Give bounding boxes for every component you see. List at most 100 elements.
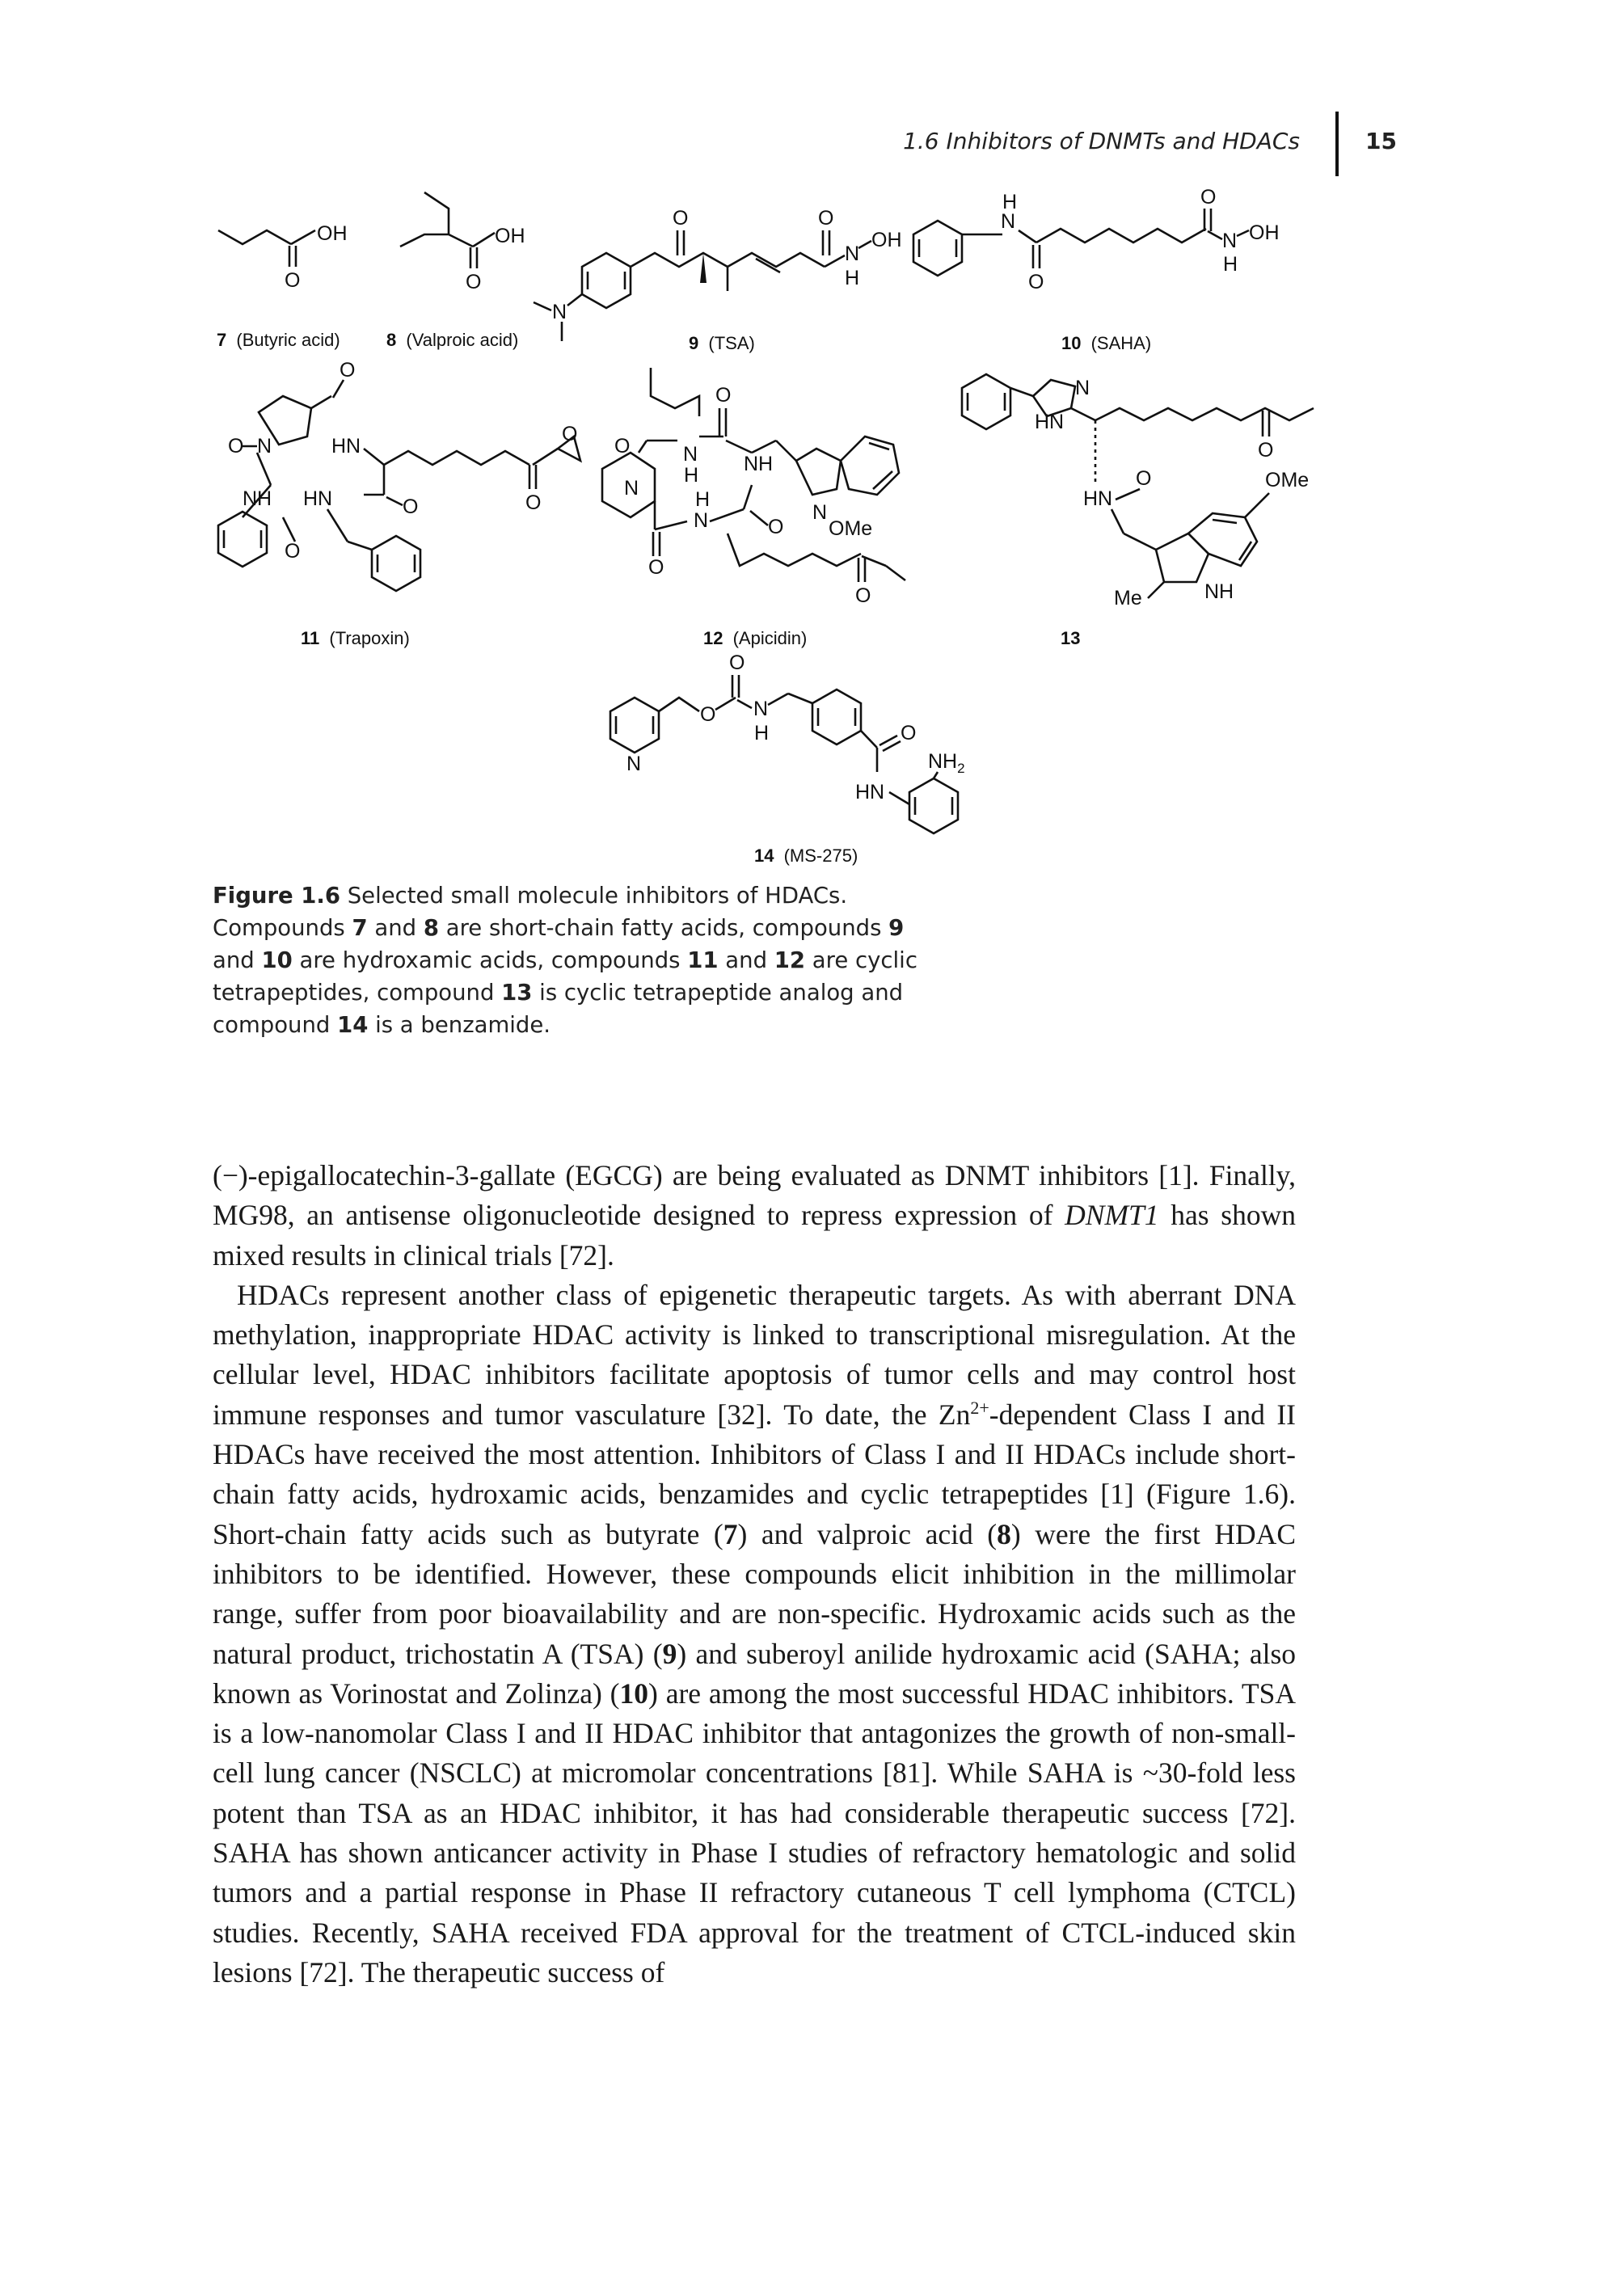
atom-label: O — [1028, 271, 1044, 293]
compound-8-label: 8 (Valproic acid) — [386, 330, 518, 350]
atom-label: O — [768, 516, 783, 538]
atom-label: H — [684, 464, 698, 487]
body-text: (−)-epigallocatechin-3-gallate (EGCG) ar… — [213, 1156, 1296, 1993]
atom-label: O — [285, 269, 300, 292]
page-number: 15 — [1365, 128, 1397, 154]
caption-text: is a benzamide. — [368, 1012, 551, 1038]
atom-label: H — [754, 722, 769, 744]
atom-label: O — [818, 207, 833, 230]
atom-label: OH — [871, 229, 902, 251]
text-run: (−)-epigallocatechin-3-gallate (EGCG) ar… — [213, 1159, 1296, 1232]
atom-label: N — [1001, 210, 1015, 233]
compound-ref: 13 — [501, 980, 533, 1006]
atom-label: N — [624, 477, 639, 500]
atom-label-nh2: NH2 — [928, 750, 965, 776]
compound-ref: 8 — [997, 1517, 1011, 1550]
compound-9-label: 9 (TSA) — [689, 333, 755, 353]
caption-text: are hydroxamic acids, compounds — [292, 947, 688, 973]
header-divider — [1335, 112, 1339, 176]
atom-label: O — [729, 652, 745, 674]
atom-label: O — [466, 271, 481, 293]
compound-ref: 10 — [261, 947, 293, 973]
compound-12-label: 12 (Apicidin) — [703, 628, 807, 648]
figure-caption: Figure 1.6 Selected small molecule inhib… — [213, 879, 940, 1041]
compound-11-label: 11 (Trapoxin) — [301, 628, 410, 648]
atom-label: O — [562, 423, 577, 445]
atom-label: N — [683, 443, 698, 466]
atom-label: O — [1136, 467, 1151, 490]
atom-label: HN — [303, 487, 332, 510]
structure-tsa: N O O N OH H — [533, 207, 902, 341]
compound-ref: 14 — [337, 1012, 369, 1038]
compound-ref: 9 — [888, 915, 905, 941]
gene-name: DNMT1 — [1065, 1199, 1159, 1232]
paragraph: HDACs represent another class of epigene… — [213, 1276, 1296, 1993]
atom-label: H — [845, 267, 859, 289]
atom-label: N — [626, 753, 641, 775]
compound-14-label: 14 (MS-275) — [754, 846, 858, 866]
atom-label: OH — [495, 225, 525, 247]
atom-label: NH — [243, 487, 272, 510]
structure-ms-275: N O O N H O NH2 HN — [609, 652, 965, 835]
structure-butyric-acid: OH O — [217, 222, 348, 292]
compound-13-label: 13 — [1061, 628, 1080, 648]
atom-label: O — [715, 384, 731, 407]
text-run: -dependent Class I and II HDACs have rec… — [213, 1398, 1296, 1550]
atom-label: H — [1223, 253, 1238, 276]
atom-label: N — [552, 301, 567, 323]
paragraph: (−)-epigallocatechin-3-gallate (EGCG) ar… — [213, 1156, 1296, 1276]
text-run: ) and valproic acid ( — [737, 1517, 998, 1550]
compound-ref: 9 — [662, 1637, 677, 1670]
atom-label: OMe — [829, 517, 872, 540]
caption-text: and — [213, 947, 262, 973]
text-run: ) were the first HDAC inhibitors to be i… — [213, 1517, 1296, 1670]
superscript: 2+ — [970, 1397, 989, 1418]
atom-label: O — [1200, 186, 1216, 209]
figure-chemical-structures: OH O 7 (Butyric acid) OH O 8 (Valproic a… — [217, 186, 1314, 866]
atom-label: HN — [331, 435, 361, 458]
atom-label: HN — [855, 781, 884, 803]
structure-apicidin: N O N H O NH N OMe H N O O O — [601, 368, 906, 607]
atom-label: O — [340, 359, 355, 382]
atom-label: O — [525, 491, 541, 514]
caption-text: are short-chain fatty acids, compounds — [439, 915, 889, 941]
caption-text: are cyclic tetrapeptides, compound — [213, 947, 917, 1006]
atom-label: O — [403, 496, 418, 518]
atom-label: OH — [1249, 221, 1280, 244]
atom-label: O — [901, 722, 916, 744]
structure-valproic-acid: OH O — [399, 191, 525, 293]
structure-saha: N H O O N OH H — [912, 186, 1280, 293]
compound-ref: 8 — [423, 915, 439, 941]
atom-label: NH — [744, 453, 773, 475]
structure-compound-13: N HN O HN O NH Me OMe — [960, 373, 1314, 609]
compound-ref: 12 — [774, 947, 806, 973]
atom-label: O — [673, 207, 688, 230]
atom-label: HN — [1083, 487, 1112, 510]
text-run: HDACs represent another class of epigene… — [213, 1278, 1296, 1431]
atom-label: H — [1002, 191, 1017, 213]
atom-label: O — [1258, 439, 1273, 462]
compound-10-label: 10 (SAHA) — [1061, 333, 1151, 353]
atom-label: OMe — [1265, 469, 1309, 491]
atom-label: OH — [317, 222, 348, 245]
compound-ref: 11 — [687, 947, 719, 973]
section-title: 1.6 Inhibitors of DNMTs and HDACs — [903, 128, 1300, 154]
atom-label: N — [753, 698, 768, 720]
atom-label: N — [694, 509, 708, 532]
atom-label: N — [1075, 377, 1090, 399]
compound-ref: 10 — [619, 1676, 649, 1710]
atom-label: HN — [1035, 411, 1064, 433]
atom-label: N — [845, 242, 859, 265]
compound-ref: 7 — [723, 1517, 738, 1550]
caption-text: and — [718, 947, 774, 973]
atom-label: O — [614, 435, 630, 458]
atom-label: N — [812, 501, 827, 524]
atom-label: H — [695, 488, 710, 511]
compound-ref: 7 — [352, 915, 368, 941]
atom-label: O — [855, 584, 871, 607]
atom-label: Me — [1114, 587, 1142, 609]
text-run: has shown mixed results in clinical tria… — [213, 1199, 1296, 1272]
atom-label: O — [228, 435, 243, 458]
atom-label: N — [257, 435, 272, 458]
running-header: 1.6 Inhibitors of DNMTs and HDACs 15 — [808, 112, 1429, 176]
